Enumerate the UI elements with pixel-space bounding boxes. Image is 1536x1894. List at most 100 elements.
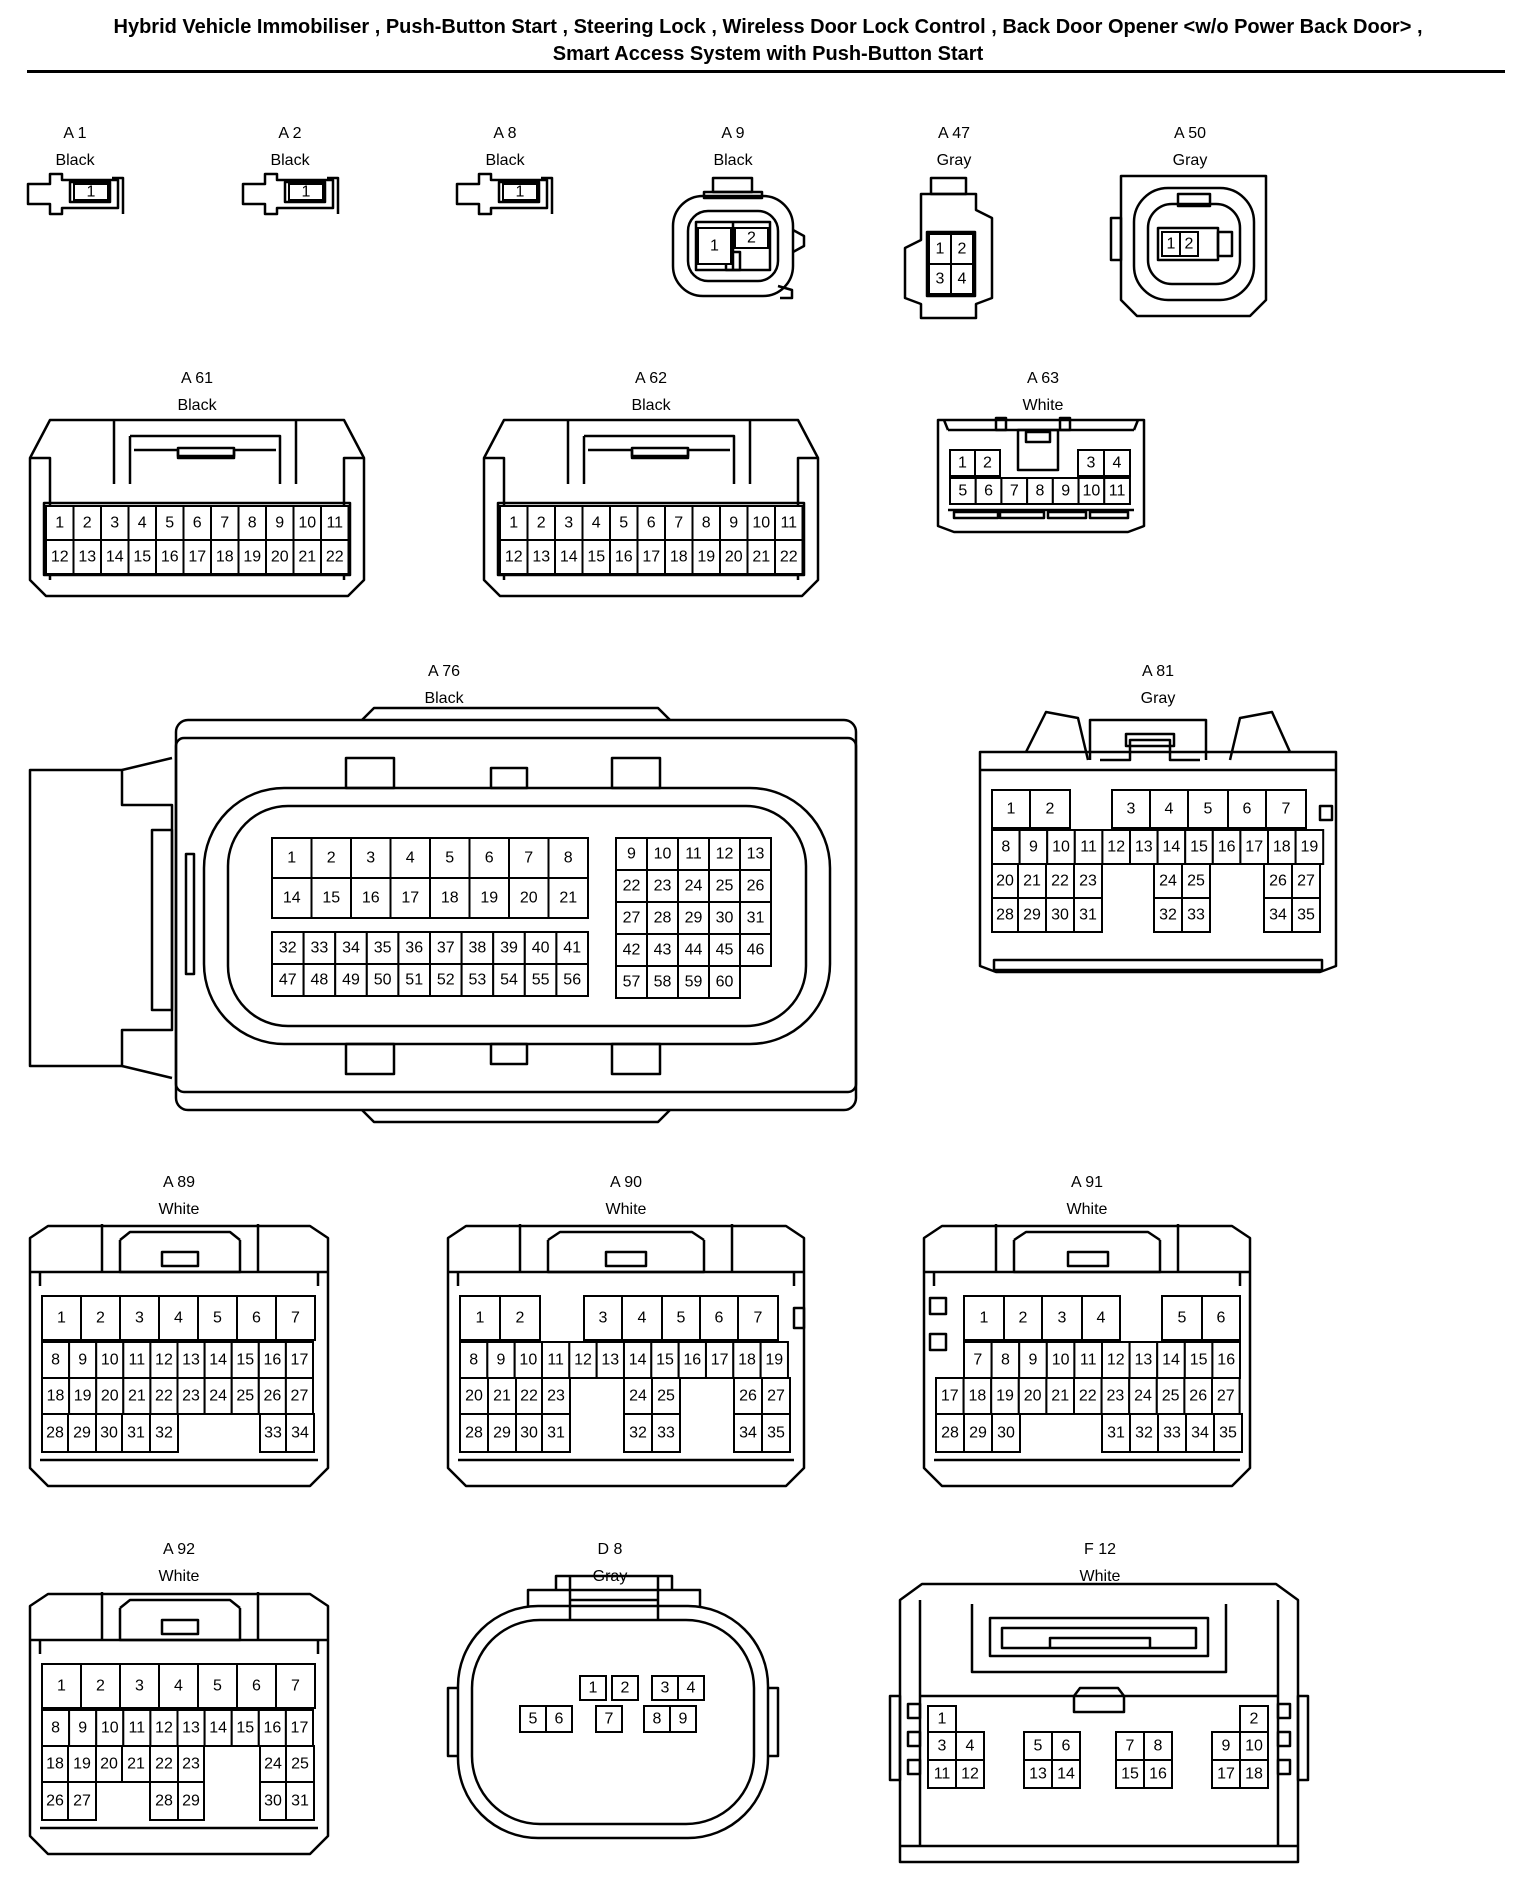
- pin-cell: [541, 1413, 571, 1453]
- pin-number: 35: [374, 940, 392, 957]
- pin-number: 1: [476, 1310, 485, 1327]
- pin-number: 8: [1001, 1352, 1010, 1369]
- pin-cell: [990, 1341, 1021, 1379]
- pin-number: 53: [469, 972, 487, 989]
- pin-number: 3: [110, 515, 119, 532]
- pin-number: 15: [587, 549, 605, 566]
- pin-cell: [664, 505, 694, 541]
- pin-number: 6: [252, 1310, 261, 1327]
- pin-number: 4: [958, 271, 967, 288]
- pin-number: 5: [958, 483, 967, 500]
- pin-cell: [177, 1781, 205, 1821]
- pin-cell: [719, 505, 749, 541]
- pin-cell: [1029, 789, 1071, 829]
- pin-number: 25: [657, 1388, 675, 1405]
- pin-number: 3: [366, 850, 375, 867]
- pin-cell: [285, 1745, 315, 1783]
- pin-number: 44: [685, 942, 703, 959]
- pin-number: 4: [592, 515, 601, 532]
- pin-number: 6: [555, 1711, 564, 1728]
- pin-cell: [555, 963, 590, 997]
- pin-cell: [669, 1705, 697, 1733]
- pin-number: 4: [687, 1680, 696, 1697]
- connector-a50-body: [1109, 174, 1268, 318]
- pin-number: 25: [1162, 1388, 1180, 1405]
- pin-number: 1: [516, 184, 525, 201]
- pin-cell: [1179, 231, 1199, 257]
- pin-number: 50: [374, 972, 392, 989]
- connector-d8-label: D 8: [598, 1541, 623, 1558]
- pin-cell: [459, 1413, 489, 1453]
- pin-cell: [397, 931, 431, 965]
- pin-number: 26: [739, 1388, 757, 1405]
- pin-cell: [677, 1341, 707, 1379]
- pin-number: 21: [559, 890, 577, 907]
- pin-number: 6: [984, 483, 993, 500]
- pin-number: 47: [279, 972, 297, 989]
- connector-d8-body: [446, 1574, 780, 1840]
- connector-a1-label: A 1: [63, 125, 86, 142]
- pin-cell: [1077, 449, 1105, 477]
- connector-a8-label: A 8: [493, 125, 516, 142]
- pin-cell: [259, 1413, 287, 1453]
- pin-cell: [197, 1295, 238, 1341]
- pin-number: 2: [327, 850, 336, 867]
- pin-cell: [320, 505, 350, 541]
- pin-cell: [1023, 1759, 1053, 1789]
- pin-cell: [609, 539, 639, 575]
- pin-cell: [127, 505, 157, 541]
- pin-number: 16: [362, 890, 380, 907]
- pin-cell: [734, 227, 769, 249]
- pin-number: 22: [1079, 1388, 1097, 1405]
- pin-cell: [499, 539, 529, 575]
- pin-number: 11: [780, 515, 797, 532]
- pin-number: 30: [100, 1425, 118, 1442]
- pin-cell: [271, 877, 313, 919]
- pin-number: 4: [406, 850, 415, 867]
- connector-a92-color: White: [159, 1568, 200, 1585]
- pin-number: 30: [520, 1425, 538, 1442]
- pin-cell: [950, 263, 974, 295]
- pin-number: 3: [1058, 1310, 1067, 1327]
- pin-number: 16: [263, 1720, 281, 1737]
- pin-number: 39: [500, 940, 518, 957]
- pin-number: 28: [465, 1425, 483, 1442]
- pin-number: 13: [1029, 1766, 1047, 1783]
- pin-number: 19: [765, 1352, 783, 1369]
- pin-cell: [1051, 1759, 1081, 1789]
- pin-number: 18: [969, 1388, 987, 1405]
- pin-cell: [502, 183, 538, 201]
- pin-cell: [579, 1675, 607, 1701]
- pin-number: 20: [271, 549, 289, 566]
- pin-number: 10: [298, 515, 316, 532]
- pin-number: 11: [1080, 1352, 1097, 1369]
- pin-cell: [746, 539, 776, 575]
- pin-number: 10: [1052, 839, 1070, 856]
- pin-number: 60: [716, 974, 734, 991]
- pin-number: 7: [754, 1310, 763, 1327]
- pin-number: 11: [326, 515, 343, 532]
- pin-cell: [285, 1413, 315, 1453]
- pin-number: 29: [182, 1793, 200, 1810]
- pin-cell: [1143, 1759, 1173, 1789]
- connector-a92-body: [28, 1592, 330, 1856]
- pin-number: 18: [47, 1388, 65, 1405]
- pin-cell: [708, 965, 741, 999]
- pin-number: 1: [1167, 236, 1176, 253]
- pin-cell: [990, 1377, 1020, 1415]
- pin-cell: [334, 963, 368, 997]
- pin-cell: [486, 1341, 516, 1379]
- pin-number: 4: [174, 1310, 183, 1327]
- pin-number: 29: [493, 1425, 511, 1442]
- pin-number: 8: [248, 515, 257, 532]
- pin-cell: [80, 1663, 121, 1709]
- pin-number: 36: [405, 940, 423, 957]
- pin-number: 3: [938, 1738, 947, 1755]
- pin-cell: [1263, 897, 1293, 933]
- pin-cell: [1267, 829, 1297, 865]
- connector-f12-body: [888, 1582, 1310, 1864]
- connector-a8-body: [455, 172, 554, 216]
- pin-number: 14: [1057, 1766, 1075, 1783]
- pin-number: 28: [46, 1425, 64, 1442]
- pin-number: 27: [623, 910, 641, 927]
